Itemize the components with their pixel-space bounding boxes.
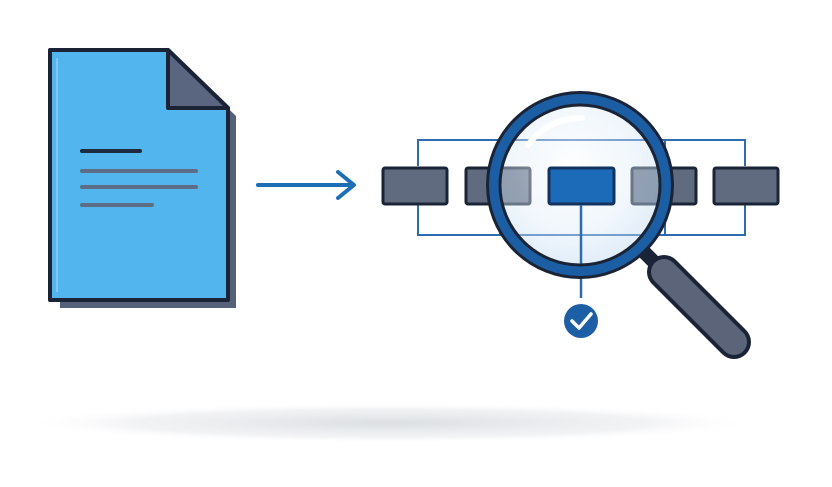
right-arrow-icon bbox=[256, 170, 356, 200]
magnifier-handle-fill bbox=[651, 259, 747, 355]
document-edge-highlight bbox=[56, 58, 58, 292]
lens-content bbox=[547, 166, 616, 206]
checkmark-icon bbox=[564, 304, 598, 338]
document-page bbox=[48, 48, 230, 302]
document-fold-corner bbox=[166, 48, 230, 110]
lens-selected-block bbox=[547, 166, 616, 206]
magnifier-outer-rim bbox=[486, 91, 674, 279]
sequence-block bbox=[381, 166, 449, 206]
magnifier-inner-rim bbox=[498, 103, 662, 267]
lens-glare bbox=[525, 115, 585, 148]
magnifier-ring bbox=[489, 94, 671, 276]
sequence-block bbox=[712, 166, 780, 206]
ground-shadow bbox=[20, 403, 760, 443]
magnifying-glass-icon bbox=[486, 91, 751, 359]
document-icon bbox=[48, 48, 236, 308]
document-text-lines bbox=[80, 149, 198, 207]
